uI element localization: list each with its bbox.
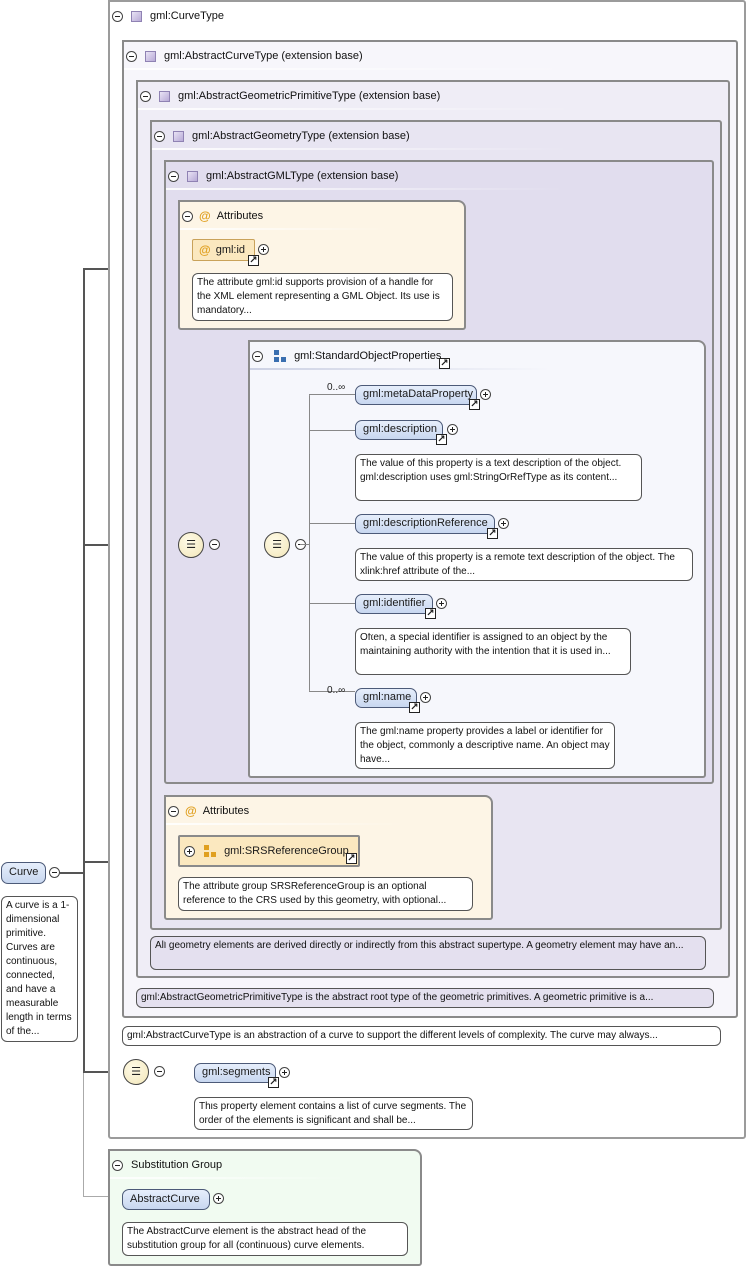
branch-to-metadataproperty (309, 394, 355, 395)
branch-to-name (309, 691, 355, 692)
header-rule (124, 68, 584, 70)
header-rule (166, 188, 566, 190)
sequence-icon[interactable]: ☰ (123, 1059, 149, 1085)
collapse-toggle[interactable] (112, 1159, 123, 1171)
expand-toggle[interactable] (213, 1193, 224, 1204)
collapse-toggle[interactable] (154, 1066, 165, 1077)
element-segments[interactable]: gml:segments (194, 1063, 276, 1083)
doc-abstract-geometric-primitive: gml:AbstractGeometricPrimitiveType is th… (136, 988, 714, 1008)
doc-name: The gml:name property provides a label o… (355, 722, 615, 769)
collapse-toggle[interactable] (112, 10, 123, 22)
collapse-toggle[interactable] (168, 805, 179, 817)
attribute-group-srsreferencegroup[interactable]: gml:SRSReferenceGroup (178, 835, 360, 867)
element-metadataproperty[interactable]: gml:metaDataProperty (355, 385, 477, 405)
branch-to-identifier (309, 603, 355, 604)
sequence-icon[interactable]: ☰ (178, 532, 204, 558)
group-label: gml:StandardObjectProperties (294, 350, 442, 362)
seq-out-line (300, 544, 310, 545)
element-descriptionreference[interactable]: gml:descriptionReference (355, 514, 495, 534)
element-abstractcurve[interactable]: AbstractCurve (122, 1189, 210, 1210)
attribute-icon: @ (199, 243, 211, 258)
collapse-toggle[interactable] (140, 90, 151, 102)
type-abstract-gml-label: gml:AbstractGMLType (extension base) (206, 170, 399, 182)
subst-line-v (83, 1073, 84, 1197)
type-curve-label: gml:CurveType (150, 10, 224, 22)
doc-identifier: Often, a special identifier is assigned … (355, 628, 631, 675)
connector-root (60, 872, 84, 874)
link-arrow-icon[interactable] (409, 702, 420, 713)
cardinality-metadataproperty: 0..∞ (327, 382, 346, 393)
link-arrow-icon[interactable] (487, 528, 498, 539)
attributes-label: Attributes (202, 805, 250, 817)
header-rule (250, 368, 550, 370)
header-rule (152, 148, 572, 150)
expand-toggle[interactable] (436, 598, 447, 609)
expand-toggle[interactable] (258, 244, 269, 255)
branch-to-descriptionreference (309, 523, 355, 524)
complex-type-icon (131, 10, 142, 22)
connector-segments-seq (83, 1071, 123, 1073)
subst-line-h (83, 1196, 123, 1197)
collapse-toggle[interactable] (49, 867, 60, 878)
complex-type-icon (145, 50, 156, 62)
collapse-toggle[interactable] (168, 170, 179, 182)
branch-to-description (309, 430, 355, 431)
header-rule (180, 228, 390, 230)
doc-curve: A curve is a 1-dimensional primitive. Cu… (1, 896, 78, 1042)
doc-gml-id: The attribute gml:id supports provision … (192, 273, 453, 321)
header-rule (138, 108, 578, 110)
attribute-gml-id-name: gml:id (215, 244, 246, 256)
doc-description: The value of this property is a text des… (355, 454, 642, 501)
doc-abstractcurve: The AbstractCurve element is the abstrac… (122, 1222, 408, 1256)
collapse-toggle[interactable] (209, 539, 220, 550)
expand-toggle[interactable] (480, 389, 491, 400)
branch-vertical (309, 395, 310, 691)
collapse-toggle[interactable] (154, 130, 165, 142)
link-arrow-icon[interactable] (425, 608, 436, 619)
root-element-curve[interactable]: Curve (1, 862, 46, 884)
link-arrow-icon[interactable] (439, 358, 450, 369)
sequence-icon[interactable]: ☰ (264, 532, 290, 558)
expand-toggle[interactable] (420, 692, 431, 703)
type-abstract-geometry-label: gml:AbstractGeometryType (extension base… (192, 130, 410, 142)
cardinality-name: 0..∞ (327, 685, 346, 696)
doc-srsreferencegroup: The attribute group SRSReferenceGroup is… (178, 877, 473, 911)
element-identifier[interactable]: gml:identifier (355, 594, 433, 614)
doc-abstract-geometry: All geometry elements are derived direct… (150, 936, 706, 970)
complex-type-icon (187, 170, 198, 182)
group-icon (274, 350, 287, 363)
header-rule (166, 823, 406, 825)
collapse-toggle[interactable] (126, 50, 137, 62)
attribute-icon: @ (199, 209, 211, 224)
attribute-gml-id[interactable]: @ gml:id (192, 239, 255, 261)
expand-toggle[interactable] (279, 1067, 290, 1078)
complex-type-icon (173, 130, 184, 142)
complex-type-icon (159, 90, 170, 102)
element-name[interactable]: gml:name (355, 688, 417, 708)
link-arrow-icon[interactable] (248, 255, 259, 266)
type-abstract-curve-label: gml:AbstractCurveType (extension base) (164, 50, 363, 62)
collapse-toggle[interactable] (182, 210, 193, 222)
header-rule (110, 28, 590, 30)
attributes-label: Attributes (216, 210, 264, 222)
header-rule (110, 1177, 350, 1179)
type-abstract-geometric-primitive-label: gml:AbstractGeometricPrimitiveType (exte… (178, 90, 441, 102)
substitution-group-label: Substitution Group (131, 1159, 223, 1171)
attribute-group-name: gml:SRSReferenceGroup (224, 845, 349, 857)
doc-abstract-curve: gml:AbstractCurveType is an abstraction … (122, 1026, 721, 1046)
doc-segments: This property element contains a list of… (194, 1097, 473, 1130)
link-arrow-icon[interactable] (436, 434, 447, 445)
expand-toggle[interactable] (498, 518, 509, 529)
doc-descriptionreference: The value of this property is a remote t… (355, 548, 693, 581)
attribute-group-icon (204, 845, 217, 858)
element-description[interactable]: gml:description (355, 420, 443, 440)
expand-toggle[interactable] (184, 845, 195, 857)
attribute-icon: @ (185, 804, 197, 819)
link-arrow-icon[interactable] (268, 1077, 279, 1088)
trunk-line (83, 268, 85, 1073)
link-arrow-icon[interactable] (469, 399, 480, 410)
expand-toggle[interactable] (447, 424, 458, 435)
link-arrow-icon[interactable] (346, 853, 357, 864)
collapse-toggle[interactable] (252, 350, 263, 362)
